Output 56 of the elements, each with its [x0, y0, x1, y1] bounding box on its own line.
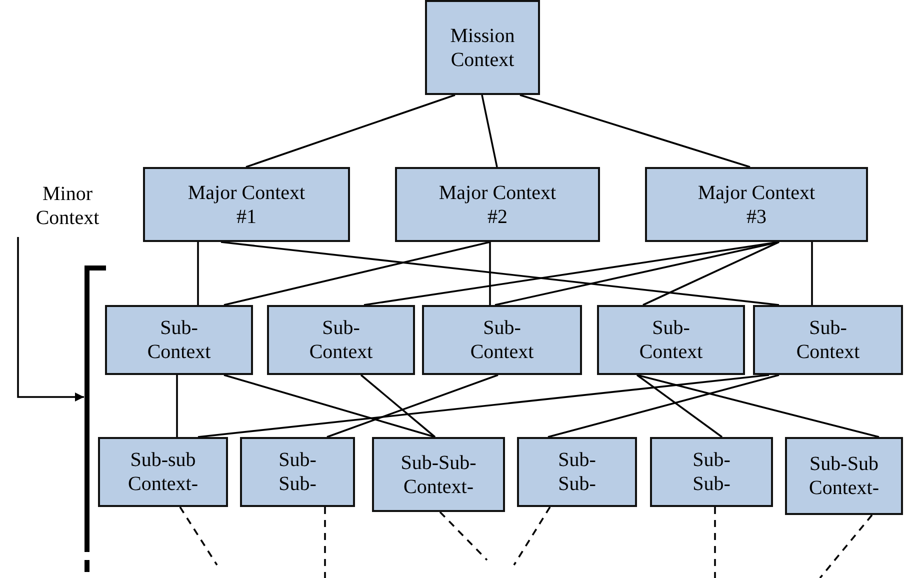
context-box [240, 437, 355, 507]
dashed-line [819, 514, 873, 578]
box-label: Sub- Context [469, 316, 535, 364]
dashed-line [714, 507, 716, 578]
box-label: Sub- Sub- [278, 448, 318, 496]
connector-line [198, 374, 770, 438]
context-box [753, 305, 903, 375]
box-label: Sub-sub Context- [127, 448, 199, 496]
connector-line [489, 242, 491, 305]
context-box [267, 305, 415, 375]
connector-line [246, 94, 456, 168]
context-box [425, 0, 540, 95]
box-label: Major Context #2 [438, 180, 558, 228]
box-label: Major Context #3 [696, 180, 816, 228]
side-label: Minor Context [34, 182, 100, 230]
box-label: Sub- Sub- [557, 448, 597, 496]
dashed-line [513, 506, 551, 566]
connector-line [520, 94, 750, 168]
context-box [517, 437, 637, 507]
dashed-line [324, 507, 326, 578]
connector-line [176, 375, 178, 437]
box-label: Sub- Context [146, 316, 212, 364]
dashed-line [179, 506, 218, 566]
connector-line [548, 374, 780, 438]
dashed-line [439, 511, 488, 561]
context-box [650, 437, 773, 507]
box-label: Sub- Context [638, 316, 704, 364]
connector-line [636, 374, 723, 438]
box-label: Sub-Sub Context- [808, 452, 880, 500]
connector-line [811, 242, 813, 305]
connector-line [220, 241, 780, 306]
connector-line [224, 374, 436, 438]
context-box [105, 305, 253, 375]
box-label: Mission Context [449, 24, 516, 72]
context-box [597, 305, 745, 375]
context-box [372, 437, 505, 512]
context-box [645, 167, 868, 242]
connector-line [642, 241, 780, 306]
connector-line [481, 94, 498, 168]
box-label: Sub- Context [308, 316, 374, 364]
connector-line [494, 241, 780, 306]
arrow [17, 237, 84, 402]
context-box [422, 305, 582, 375]
connector-line [636, 374, 880, 438]
box-label: Sub- Context [795, 316, 861, 364]
connector-line [326, 374, 498, 438]
box-label: Major Context #1 [186, 180, 306, 228]
context-box [143, 167, 350, 242]
context-box [395, 167, 600, 242]
context-box [98, 437, 228, 507]
connector-line [224, 241, 490, 306]
box-label: Sub- Sub- [692, 448, 732, 496]
connector-line [197, 242, 199, 305]
box-label: Sub-Sub- Context- [400, 450, 478, 498]
context-box [785, 437, 903, 515]
connector-line [360, 374, 436, 438]
